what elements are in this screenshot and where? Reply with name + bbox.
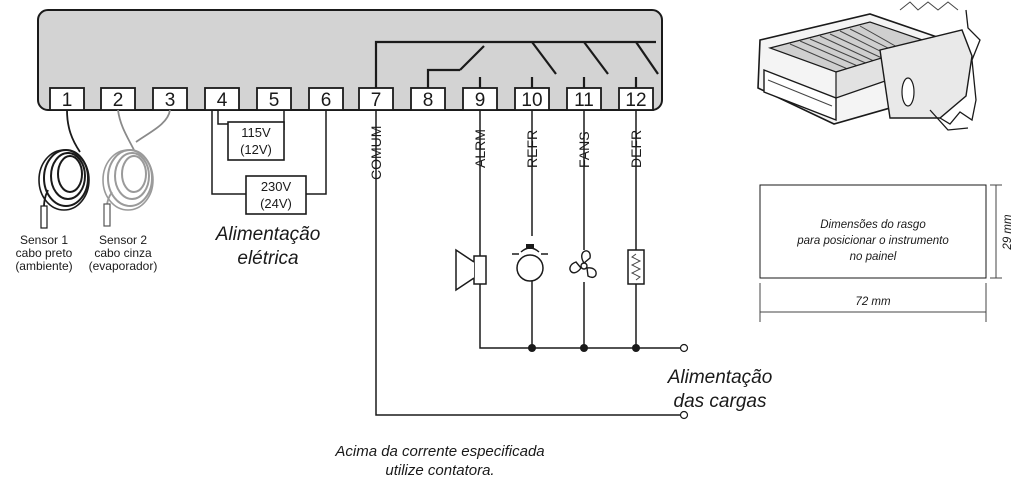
contactor-note-line1: Acima da corrente especificada xyxy=(334,443,544,460)
sensor-2-probe xyxy=(102,109,171,227)
terminal-label-9: 9 xyxy=(475,90,486,111)
load-supply-label-line2: das cargas xyxy=(674,391,767,412)
terminal-label-11: 11 xyxy=(574,90,594,111)
voltage-low-line1: 115V xyxy=(241,125,271,140)
terminal-5 xyxy=(256,87,292,111)
sensor-2-label-line2: cabo cinza xyxy=(94,246,152,260)
compressor-icon xyxy=(512,244,548,282)
relay-contacts xyxy=(374,40,659,88)
panel-cutout xyxy=(759,184,1002,322)
cutout-caption-line2: para posicionar o instrumento xyxy=(796,235,949,247)
terminal-label-2: 2 xyxy=(113,90,124,111)
terminal-label-12: 12 xyxy=(625,90,646,111)
sensor-2-label-line1: Sensor 2 xyxy=(99,233,147,247)
terminal-label-7: 7 xyxy=(371,90,382,111)
sensor-1-probe xyxy=(38,109,90,229)
fan-icon xyxy=(569,250,597,278)
power-supply-label-line2: elétrica xyxy=(237,248,298,269)
terminal-label-5: 5 xyxy=(269,90,280,111)
voltage-low-line2: (12V) xyxy=(240,142,272,157)
junction-dot xyxy=(528,344,536,352)
junction-dot xyxy=(580,344,588,352)
speaker-icon xyxy=(455,248,487,292)
heater-icon xyxy=(627,249,645,285)
voltage-high-line2: (24V) xyxy=(260,196,292,211)
terminal-label-10: 10 xyxy=(521,90,542,111)
load-wiring xyxy=(375,110,680,416)
sensor-1-label-line2: cabo preto xyxy=(16,246,73,260)
terminal-label-3: 3 xyxy=(165,90,176,111)
junction-dot xyxy=(632,344,640,352)
cutout-width-label: 72 mm xyxy=(855,296,891,308)
supply-terminal-point xyxy=(679,410,689,420)
cutout-height-label: 29 mm xyxy=(1002,214,1014,251)
terminal-label-1: 1 xyxy=(62,90,73,111)
sensor-2-label-line3: (evaporador) xyxy=(89,259,158,273)
controller-body xyxy=(37,9,663,111)
load-supply-label-line1: Alimentação xyxy=(667,367,773,388)
voltage-high-line1: 230V xyxy=(261,179,292,194)
power-supply-wiring xyxy=(211,110,327,215)
sensor-1-label-line1: Sensor 1 xyxy=(20,233,68,247)
terminal-label-8: 8 xyxy=(423,90,434,111)
contactor-note-line2: utilize contatora. xyxy=(385,462,494,479)
terminal-4 xyxy=(204,87,240,111)
terminal-block: 1 2 3 4 5 6 7 8 9 10 11 12 xyxy=(49,87,654,111)
cutout-caption-line3: no painel xyxy=(850,251,897,263)
supply-terminal-point xyxy=(679,343,689,353)
cutout-caption-line1: Dimensões do rasgo xyxy=(820,219,926,231)
power-supply-label-line1: Alimentação xyxy=(215,224,321,245)
terminal-label-6: 6 xyxy=(321,90,332,111)
terminal-label-4: 4 xyxy=(217,90,228,111)
device-illustration xyxy=(757,1,981,131)
sensor-1-label-line3: (ambiente) xyxy=(15,259,72,273)
